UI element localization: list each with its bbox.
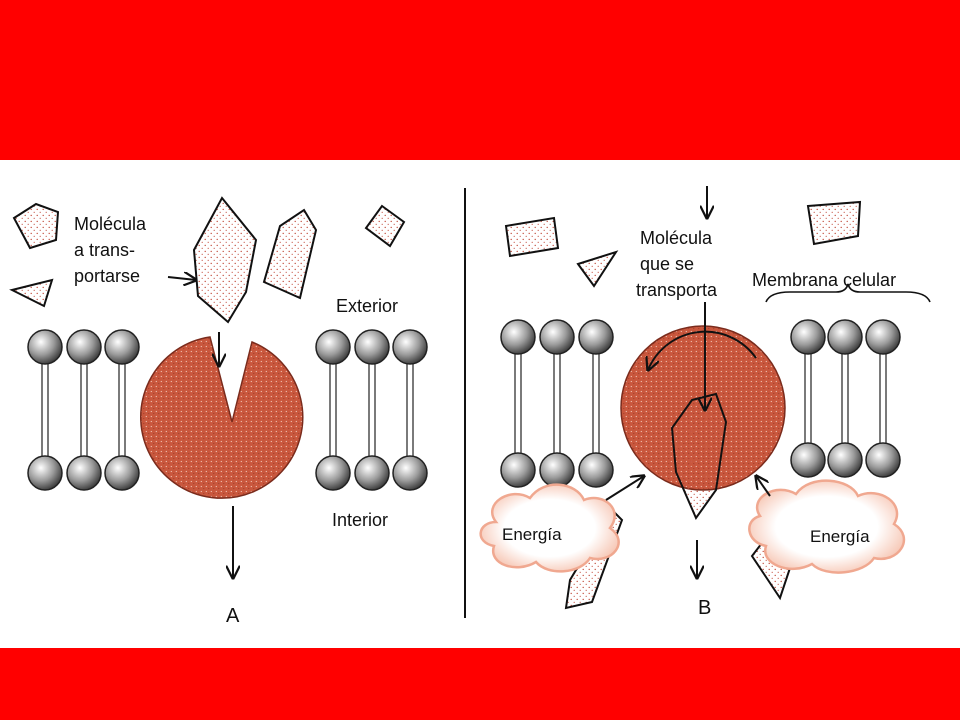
- lipid-bilayer-right-a: [315, 329, 428, 491]
- energy-cloud-right: [748, 479, 906, 574]
- carrier-protein-a: [140, 336, 304, 499]
- molecule-rectangle-left: [504, 216, 560, 258]
- molecule-triangle-b: [576, 250, 619, 288]
- molecule-large-crystal: [192, 196, 258, 324]
- top-red-band: [0, 0, 960, 160]
- lipid-bilayer-right-b: [790, 319, 901, 478]
- panel-letter-b: B: [698, 597, 711, 619]
- lipid-bilayer-left-b: [500, 319, 614, 488]
- label-molecule-a-line2: a trans-: [74, 240, 135, 260]
- molecule-small-diamond: [364, 204, 406, 248]
- membrane-brace: [765, 283, 931, 303]
- molecule-rectangle-right: [806, 200, 862, 246]
- molecule-medium-crystal: [262, 208, 318, 300]
- energy-arrow-right: [756, 476, 771, 497]
- panel-b: Molécula que se transporta Membrana celu…: [479, 186, 931, 619]
- label-molecule-b-line2: que se: [640, 254, 694, 274]
- membrane-transport-diagram: Molécula a trans- portarse Exterior Inte…: [9, 186, 931, 627]
- energy-cloud-left: [479, 483, 620, 573]
- label-molecule-b-line3: transporta: [636, 280, 718, 300]
- energy-arrow-left: [605, 476, 644, 501]
- label-energy-left: Energía: [502, 525, 562, 544]
- molecule-in-transit: [670, 392, 728, 521]
- panel-a: Molécula a trans- portarse Exterior Inte…: [9, 196, 428, 627]
- molecule-pentagon: [12, 202, 60, 250]
- label-membrane: Membrana celular: [752, 270, 896, 290]
- rotation-arrow: [648, 330, 757, 370]
- label-energy-right: Energía: [810, 527, 870, 546]
- bottom-red-band: [0, 648, 960, 720]
- pointer-arrow-molecule-a: [167, 277, 196, 280]
- molecule-small-triangle: [9, 278, 54, 308]
- label-molecule-a-line3: portarse: [74, 266, 140, 286]
- label-molecule-a-line1: Molécula: [74, 214, 147, 234]
- label-interior: Interior: [332, 510, 388, 530]
- label-exterior: Exterior: [336, 296, 398, 316]
- molecule-group-a: [9, 196, 406, 324]
- lipid-bilayer-left-a: [27, 329, 140, 491]
- panel-letter-a: A: [226, 605, 240, 627]
- label-molecule-b-line1: Molécula: [640, 228, 713, 248]
